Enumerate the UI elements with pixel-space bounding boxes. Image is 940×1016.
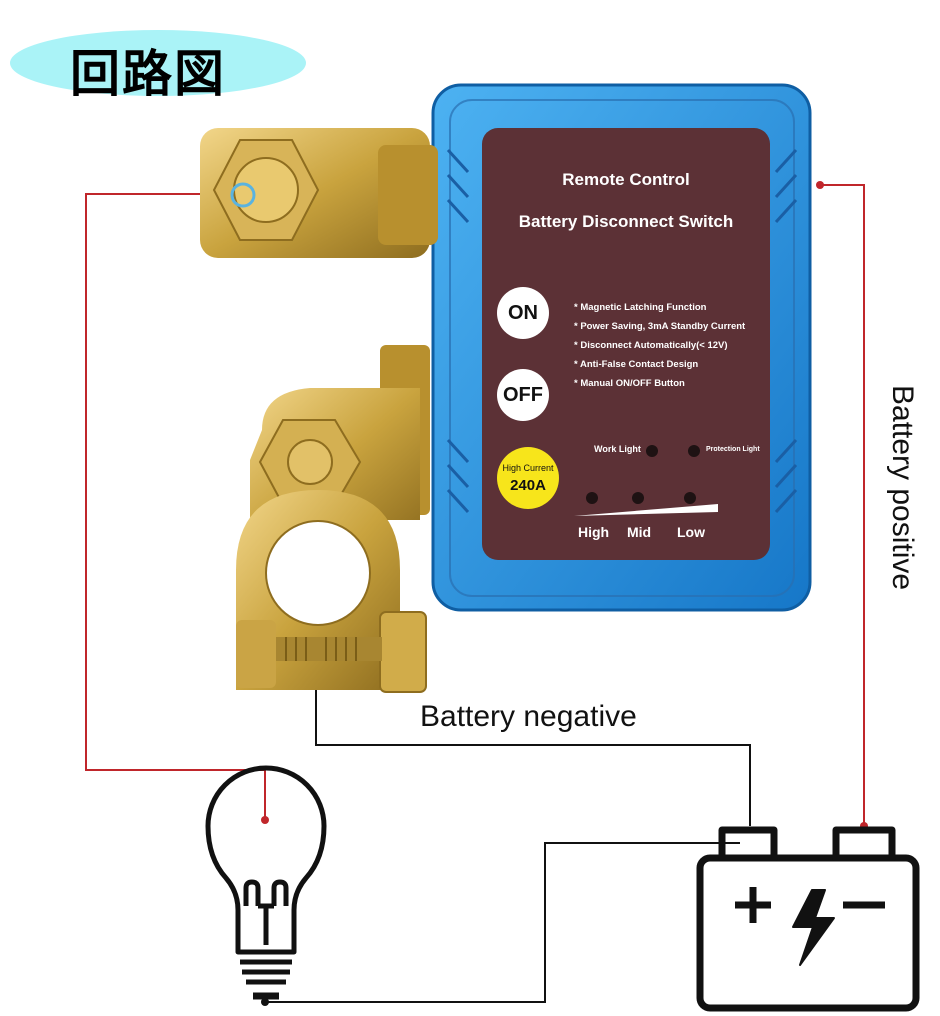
protection-light-label: Protection Light — [706, 446, 760, 453]
feature-item: * Anti-False Contact Design — [574, 359, 699, 370]
off-button[interactable]: OFF — [497, 369, 549, 421]
feature-item: * Manual ON/OFF Button — [574, 378, 685, 389]
positive-wire-right — [820, 184, 865, 826]
panel-title-line2: Battery Disconnect Switch — [518, 212, 734, 231]
feature-item: * Magnetic Latching Function — [574, 302, 707, 313]
enclosure-grip-right — [774, 148, 798, 514]
return-wire — [265, 842, 740, 1003]
work-light-led — [646, 445, 658, 457]
wire-node — [261, 816, 269, 824]
level-wedge — [574, 504, 718, 516]
light-bulb-icon — [205, 765, 327, 1000]
on-button[interactable]: ON — [497, 287, 549, 339]
diagram-title: 回路図 — [70, 45, 226, 103]
feature-item: * Disconnect Automatically(< 12V) — [574, 340, 728, 351]
top-terminal — [200, 128, 438, 258]
battery-negative-label: Battery negative — [420, 700, 637, 733]
battery-icon — [696, 826, 920, 1012]
work-light-label: Work Light — [594, 444, 641, 454]
current-badge: High Current 240A — [497, 447, 559, 509]
enclosure-grip-left — [446, 148, 470, 514]
level-led-high — [586, 492, 598, 504]
wire-node — [261, 998, 269, 1006]
feature-item: * Power Saving, 3mA Standby Current — [574, 321, 746, 332]
level-led-mid — [632, 492, 644, 504]
current-badge-value: 240A — [510, 477, 546, 494]
positive-wire-left — [85, 193, 266, 818]
level-label-low: Low — [677, 524, 705, 540]
panel-title-line1: Remote Control — [562, 170, 690, 189]
level-led-low — [684, 492, 696, 504]
negative-wire — [315, 652, 751, 826]
protection-light-led — [688, 445, 700, 457]
title-bubble: 回路図 — [10, 30, 306, 103]
wire-node — [816, 181, 824, 189]
battery-positive-label: Battery positive — [886, 385, 919, 591]
current-badge-label: High Current — [502, 463, 554, 473]
level-label-high: High — [578, 524, 610, 540]
bottom-clamp — [236, 345, 430, 693]
level-label-mid: Mid — [627, 524, 652, 540]
